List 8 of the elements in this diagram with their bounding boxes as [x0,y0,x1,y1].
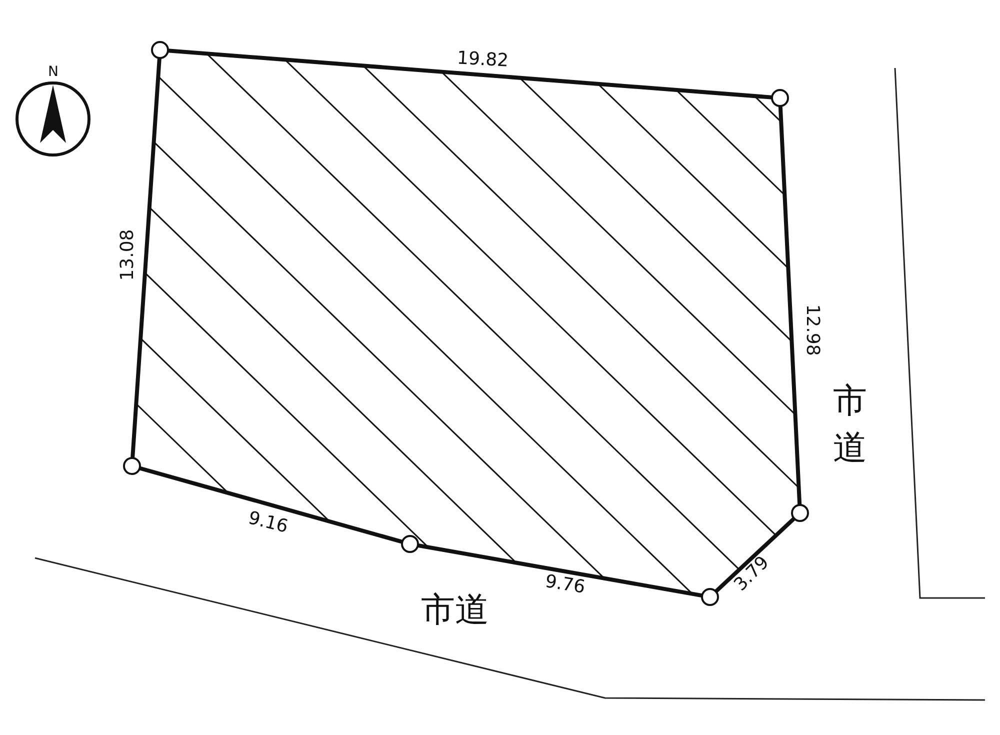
dimension-label: 13.08 [118,229,137,281]
north-letter: N [48,65,58,79]
dimension-label: 12.98 [802,304,821,356]
road-label: 市道 [421,593,489,627]
dimension-label: 19.82 [456,50,509,70]
road-label: 市道 [833,380,867,470]
dimension-label: 9.16 [246,509,290,537]
dimension-label: 9.76 [544,572,586,598]
